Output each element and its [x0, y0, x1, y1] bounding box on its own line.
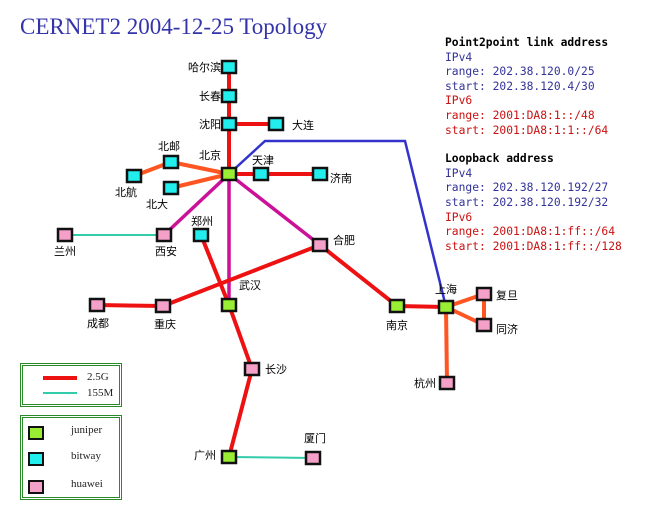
node-label-shanghai: 上海 — [435, 282, 457, 296]
node-pku[interactable] — [162, 180, 180, 196]
node-label-bupt: 北邮 — [158, 140, 180, 153]
node-label-zhengzhou: 郑州 — [191, 214, 213, 228]
node-tianjin[interactable] — [252, 166, 270, 182]
p2p-ipv6-range: range: 2001:DA8:1::/48 — [445, 108, 595, 122]
link-wuhan-changsha — [227, 304, 254, 370]
node-jinan[interactable] — [311, 166, 329, 182]
node-label-chengdu: 成都 — [87, 317, 109, 330]
node-label-guangzhou: 广州 — [194, 449, 216, 462]
node-changchun[interactable] — [220, 88, 238, 104]
bitway-label: bitway — [71, 450, 101, 462]
node-hefei[interactable] — [311, 237, 329, 253]
node-chongqing[interactable] — [154, 298, 172, 314]
loopback-heading: Loopback address — [445, 152, 554, 166]
p2p-heading: Point2point link address — [445, 36, 609, 49]
node-label-pku: 北大 — [146, 197, 168, 211]
node-label-fudan: 复旦 — [496, 288, 518, 302]
node-shenyang[interactable] — [220, 116, 238, 132]
node-label-xian: 西安 — [155, 244, 177, 258]
link-changsha-guangzhou — [227, 368, 254, 458]
node-shanghai[interactable] — [437, 299, 455, 315]
link-beijing-bupt — [170, 160, 230, 176]
node-label-tongji: 同济 — [496, 322, 518, 336]
link-legend: 2.5G 155M — [20, 363, 122, 407]
node-beijing[interactable] — [220, 166, 238, 182]
p2p-ipv4-range: range: 202.38.120.0/25 — [445, 65, 595, 79]
node-harbin[interactable] — [220, 59, 238, 75]
node-label-shenyang: 沈阳 — [199, 117, 221, 131]
node-buaa[interactable] — [125, 168, 143, 184]
link-zhengzhou-wuhan — [199, 234, 231, 306]
node-label-beijing: 北京 — [199, 148, 221, 162]
node-label-changsha: 长沙 — [265, 363, 287, 376]
link-beijing-pku — [170, 172, 230, 190]
p2p-ipv6-start: start: 2001:DA8:1:1::/64 — [445, 123, 609, 137]
node-label-dalian: 大连 — [292, 118, 314, 132]
node-bupt[interactable] — [162, 154, 180, 170]
p2p-ipv6: IPv6 — [445, 94, 473, 108]
node-label-tianjin: 天津 — [252, 154, 274, 167]
node-label-xiamen: 厦门 — [304, 431, 326, 445]
node-label-hangzhou: 杭州 — [414, 376, 436, 390]
node-lanzhou[interactable] — [56, 227, 74, 243]
lo-ipv6: IPv6 — [445, 210, 473, 224]
lo-ipv4-range: range: 202.38.120.192/27 — [445, 181, 609, 195]
node-label-lanzhou: 兰州 — [54, 245, 76, 258]
legend-2-5g-line — [43, 376, 77, 380]
node-label-jinan: 济南 — [330, 171, 352, 185]
node-xian[interactable] — [155, 227, 173, 243]
device-legend: juniper bitway huawei — [20, 415, 122, 500]
p2p-ipv4-start: start: 202.38.120.4/30 — [445, 79, 595, 93]
link-chengdu-chongqing — [96, 303, 164, 308]
huawei-label: huawei — [71, 478, 103, 490]
node-nanjing[interactable] — [388, 298, 406, 314]
node-tongji[interactable] — [475, 317, 493, 333]
link-guangzhou-xiamen — [228, 456, 314, 459]
lo-ipv4: IPv4 — [445, 166, 473, 180]
node-changsha[interactable] — [243, 361, 261, 377]
link-shanghai-hangzhou — [444, 306, 449, 384]
link-hefei-nanjing — [318, 243, 399, 308]
node-wuhan[interactable] — [220, 297, 238, 313]
node-guangzhou[interactable] — [220, 449, 238, 465]
legend-155m-line — [43, 392, 77, 394]
node-chengdu[interactable] — [88, 297, 106, 313]
node-hangzhou[interactable] — [438, 375, 456, 391]
lo-ipv4-start: start: 202.38.120.192/32 — [445, 195, 609, 209]
link-beijing-xian — [162, 172, 231, 237]
link-beijing-shanghai — [228, 139, 448, 308]
bitway-swatch — [28, 452, 44, 466]
node-dalian[interactable] — [267, 116, 285, 132]
lo-ipv6-range: range: 2001:DA8:1:ff::/64 — [445, 225, 616, 239]
node-xiamen[interactable] — [304, 450, 322, 466]
node-label-changchun: 长春 — [199, 90, 221, 103]
juniper-swatch — [28, 426, 44, 440]
huawei-swatch — [28, 480, 44, 494]
link-chongqing-hefei — [162, 243, 321, 308]
node-label-chongqing: 重庆 — [154, 317, 176, 331]
lo-ipv6-start: start: 2001:DA8:1:ff::/128 — [445, 239, 622, 253]
link-beijing-hefei — [227, 172, 322, 247]
node-label-hefei: 合肥 — [333, 233, 355, 247]
node-fudan[interactable] — [475, 286, 493, 302]
node-label-harbin: 哈尔滨 — [188, 60, 221, 74]
p2p-ipv4: IPv4 — [445, 50, 473, 64]
juniper-label: juniper — [71, 424, 103, 436]
node-zhengzhou[interactable] — [192, 227, 210, 243]
node-label-buaa: 北航 — [115, 185, 137, 199]
node-label-wuhan: 武汉 — [239, 279, 261, 292]
legend-155m-label: 155M — [87, 387, 114, 399]
legend-2-5g-label: 2.5G — [87, 371, 109, 383]
node-label-nanjing: 南京 — [386, 318, 408, 332]
diagram-title: CERNET2 2004-12-25 Topology — [20, 14, 328, 39]
